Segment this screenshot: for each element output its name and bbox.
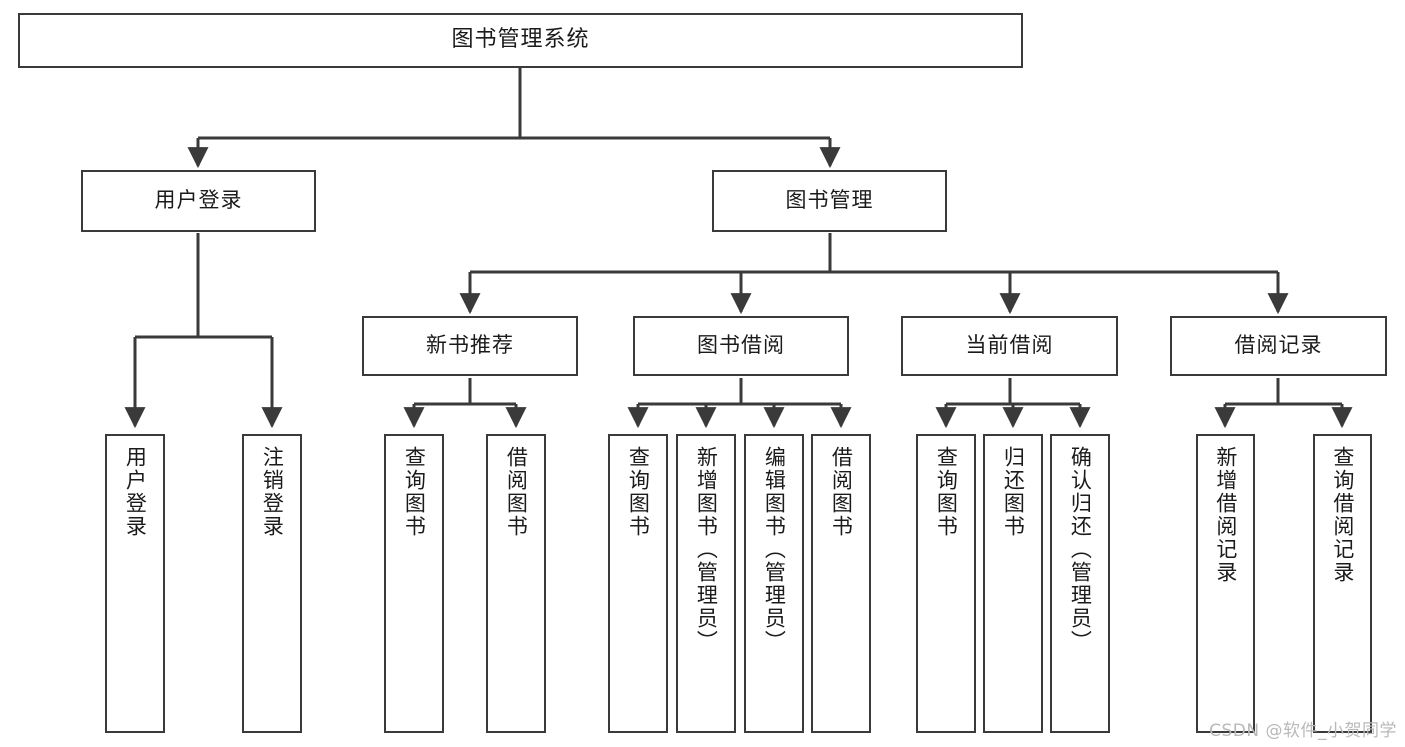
node-leaf-add-book-label: 新增图书（管理员） bbox=[694, 446, 719, 653]
node-leaf-borrow-book-1-label: 借阅图书 bbox=[504, 446, 529, 538]
node-new-book-recommend-label: 新书推荐 bbox=[426, 333, 514, 358]
node-user-login[interactable]: 用户登录 bbox=[81, 170, 316, 232]
node-leaf-borrow-book-1[interactable]: 借阅图书 bbox=[486, 434, 546, 733]
node-leaf-borrow-book-2-label: 借阅图书 bbox=[829, 446, 854, 538]
node-leaf-return-book-label: 归还图书 bbox=[1001, 446, 1026, 538]
node-leaf-add-book[interactable]: 新增图书（管理员） bbox=[676, 434, 736, 733]
node-book-manage[interactable]: 图书管理 bbox=[712, 170, 947, 232]
node-leaf-logout[interactable]: 注销登录 bbox=[242, 434, 302, 733]
node-book-borrow[interactable]: 图书借阅 bbox=[633, 316, 849, 376]
node-leaf-logout-label: 注销登录 bbox=[260, 446, 285, 538]
node-current-borrow-label: 当前借阅 bbox=[965, 333, 1054, 358]
node-leaf-borrow-book-2[interactable]: 借阅图书 bbox=[811, 434, 871, 733]
node-leaf-add-record-label: 新增借阅记录 bbox=[1213, 446, 1238, 584]
node-leaf-query-book-3[interactable]: 查询图书 bbox=[916, 434, 976, 733]
node-leaf-query-record[interactable]: 查询借阅记录 bbox=[1313, 434, 1372, 733]
node-leaf-query-record-label: 查询借阅记录 bbox=[1330, 446, 1355, 584]
node-leaf-edit-book[interactable]: 编辑图书（管理员） bbox=[744, 434, 804, 733]
node-leaf-query-book-3-label: 查询图书 bbox=[934, 446, 959, 538]
node-leaf-query-book-2-label: 查询图书 bbox=[626, 446, 651, 538]
node-book-manage-label: 图书管理 bbox=[785, 188, 874, 213]
node-leaf-add-record[interactable]: 新增借阅记录 bbox=[1196, 434, 1255, 733]
node-leaf-confirm-return[interactable]: 确认归还（管理员） bbox=[1050, 434, 1110, 733]
node-leaf-confirm-return-label: 确认归还（管理员） bbox=[1068, 446, 1093, 653]
node-leaf-query-book-1-label: 查询图书 bbox=[402, 446, 427, 538]
node-leaf-query-book-1[interactable]: 查询图书 bbox=[384, 434, 444, 733]
node-current-borrow[interactable]: 当前借阅 bbox=[901, 316, 1118, 376]
node-borrow-record[interactable]: 借阅记录 bbox=[1170, 316, 1387, 376]
node-leaf-edit-book-label: 编辑图书（管理员） bbox=[762, 446, 787, 653]
node-user-login-label: 用户登录 bbox=[154, 188, 243, 213]
node-book-borrow-label: 图书借阅 bbox=[697, 333, 785, 358]
node-root[interactable]: 图书管理系统 bbox=[18, 13, 1023, 68]
node-borrow-record-label: 借阅记录 bbox=[1234, 333, 1323, 358]
node-leaf-user-login[interactable]: 用户登录 bbox=[105, 434, 165, 733]
node-leaf-query-book-2[interactable]: 查询图书 bbox=[608, 434, 668, 733]
node-leaf-user-login-label: 用户登录 bbox=[123, 446, 148, 538]
node-root-label: 图书管理系统 bbox=[451, 27, 590, 53]
node-new-book-recommend[interactable]: 新书推荐 bbox=[362, 316, 578, 376]
node-leaf-return-book[interactable]: 归还图书 bbox=[983, 434, 1043, 733]
